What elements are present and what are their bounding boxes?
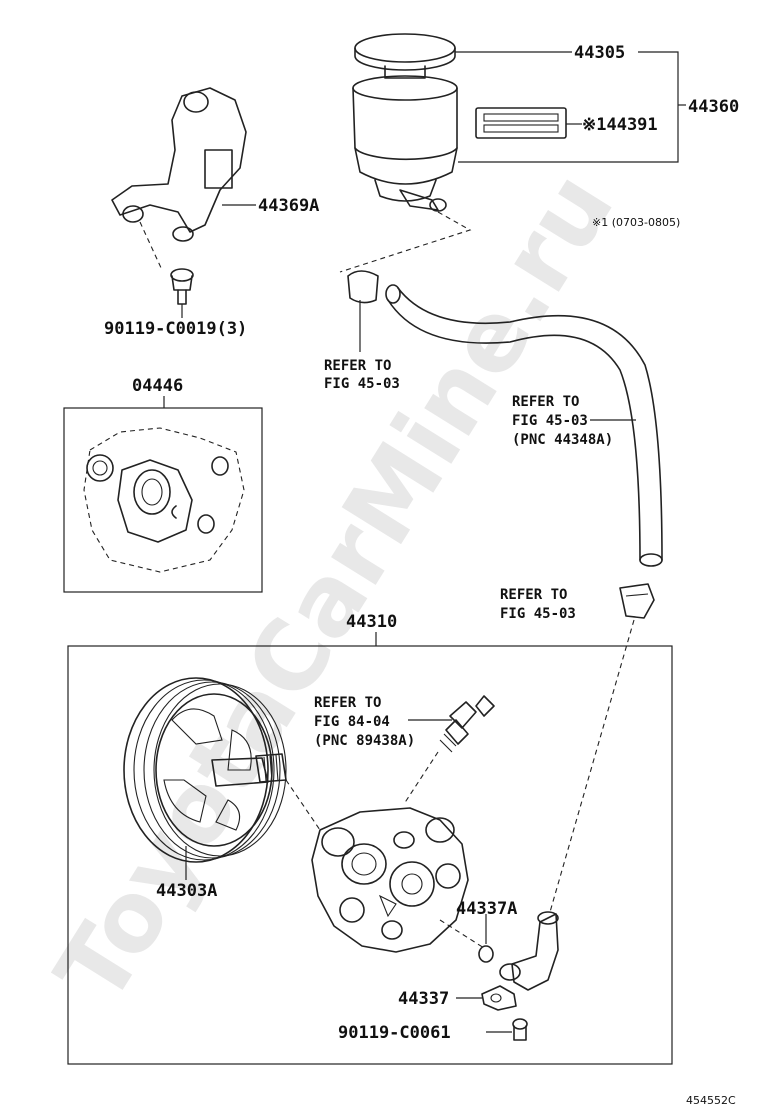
label-refer-a-line2: FIG 45-03 xyxy=(324,376,400,392)
label-refer-d-line1: REFER TO xyxy=(314,695,381,711)
label-refer-b-line2: FIG 45-03 xyxy=(512,413,588,429)
dashline-clip-union xyxy=(549,619,635,913)
reservoir-bracket[interactable] xyxy=(111,87,247,242)
diagram-id: 454552C xyxy=(686,1094,736,1107)
dashline-bracket-bolt xyxy=(139,221,163,271)
dashline-shaft-pump xyxy=(285,779,321,831)
label-44337: 44337 xyxy=(398,989,449,1009)
label-44360: 44360 xyxy=(688,97,739,117)
pressure-switch[interactable] xyxy=(439,695,495,753)
pump-assy-box xyxy=(67,645,673,1065)
bolt-90119-C0061[interactable] xyxy=(512,1018,528,1041)
gasket-kit-box xyxy=(63,407,263,593)
label-144391: ※144391 xyxy=(582,115,658,135)
label-44310: 44310 xyxy=(346,612,397,632)
label-refer-b-line1: REFER TO xyxy=(512,394,579,410)
return-hose[interactable] xyxy=(385,284,663,567)
dashline-sensor-pump xyxy=(403,751,439,805)
label-44337A: 44337A xyxy=(456,899,517,919)
dashline-reservoir-clip xyxy=(339,211,472,273)
caution-label-plate[interactable] xyxy=(475,107,567,139)
label-44303A: 44303A xyxy=(156,881,217,901)
label-44305: 44305 xyxy=(574,43,625,63)
label-bolt-90119-C0061: 90119-C0061 xyxy=(338,1023,451,1043)
label-refer-c-line2: FIG 45-03 xyxy=(500,606,576,622)
bolt-90119-C0019[interactable] xyxy=(170,268,194,305)
label-refer-a-line1: REFER TO xyxy=(324,358,391,374)
dashline-pump-oring xyxy=(439,919,485,949)
pulley[interactable] xyxy=(123,677,287,863)
gasket-kit[interactable] xyxy=(83,427,245,573)
label-refer-d-line3: (PNC 89438A) xyxy=(314,733,415,749)
reservoir-tank[interactable] xyxy=(352,75,458,212)
hose-clip-c[interactable] xyxy=(619,583,655,619)
label-04446: 04446 xyxy=(132,376,183,396)
reservoir-cap[interactable] xyxy=(354,33,456,79)
label-refer-b-line3: (PNC 44348A) xyxy=(512,432,613,448)
label-44369A: 44369A xyxy=(258,196,319,216)
note-144391-applicability: ※1 (0703-0805) xyxy=(592,216,680,229)
union-fitting[interactable] xyxy=(481,911,559,1011)
hose-clip-a[interactable] xyxy=(347,270,379,304)
bracket-44360 xyxy=(458,51,679,163)
o-ring[interactable] xyxy=(478,945,494,963)
label-bolt-90119-C0019: 90119-C0019(3) xyxy=(104,319,247,339)
label-refer-c-line1: REFER TO xyxy=(500,587,567,603)
pump-body[interactable] xyxy=(311,807,469,953)
label-refer-d-line2: FIG 84-04 xyxy=(314,714,390,730)
